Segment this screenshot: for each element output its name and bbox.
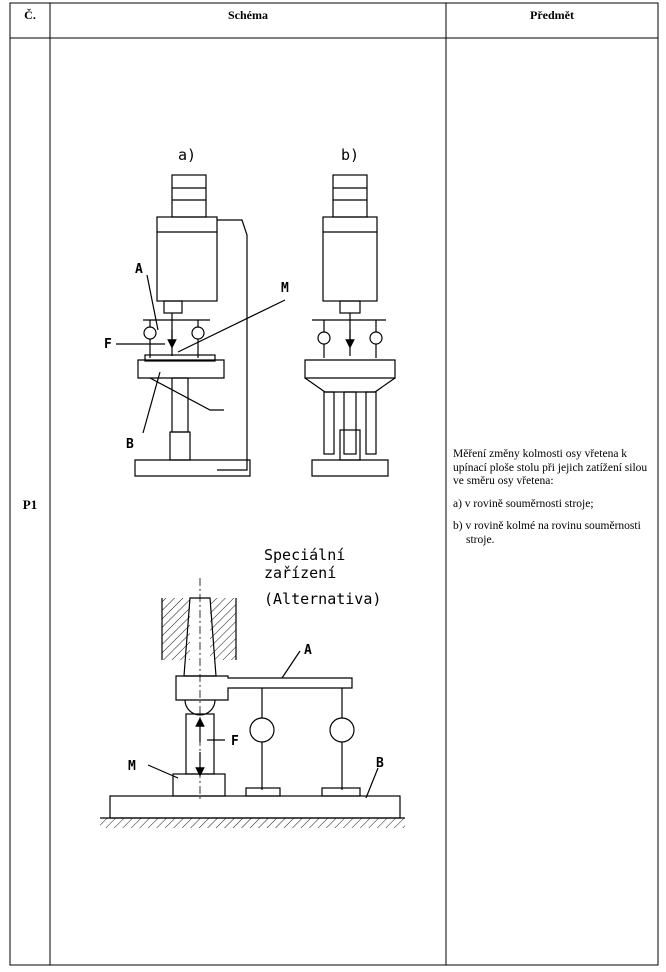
label-m: M xyxy=(281,281,289,296)
view-a-label: a) xyxy=(178,146,196,164)
subject-text: Měření změny kolmosti osy vřetena k upín… xyxy=(453,448,653,556)
label2-a: A xyxy=(304,643,312,658)
machine-view-a xyxy=(134,174,251,477)
header-subject: Předmět xyxy=(530,8,574,22)
view-b-label: b) xyxy=(341,146,359,164)
special-line-1: Speciální xyxy=(264,546,345,564)
label2-f: F xyxy=(231,734,239,749)
row-number: P1 xyxy=(22,497,38,512)
special-line-2: zařízení xyxy=(264,564,336,582)
label2-m: M xyxy=(128,759,136,774)
label-a: A xyxy=(135,262,143,277)
header-number: Č. xyxy=(24,8,36,22)
machine-view-b xyxy=(304,174,396,477)
label-b: B xyxy=(126,437,134,452)
header-schema: Schéma xyxy=(228,8,268,22)
label-f: F xyxy=(104,337,112,352)
subject-item-b: b) v rovině kolmé na rovinu souměrnosti … xyxy=(453,520,641,546)
special-device-drawing xyxy=(100,578,405,828)
label2-b: B xyxy=(376,756,384,771)
subject-intro: Měření změny kolmosti osy vřetena k upín… xyxy=(453,448,648,488)
special-line-3: (Alternativa) xyxy=(264,590,381,608)
subject-item-a: a) v rovině souměrnosti stroje; xyxy=(453,497,594,510)
